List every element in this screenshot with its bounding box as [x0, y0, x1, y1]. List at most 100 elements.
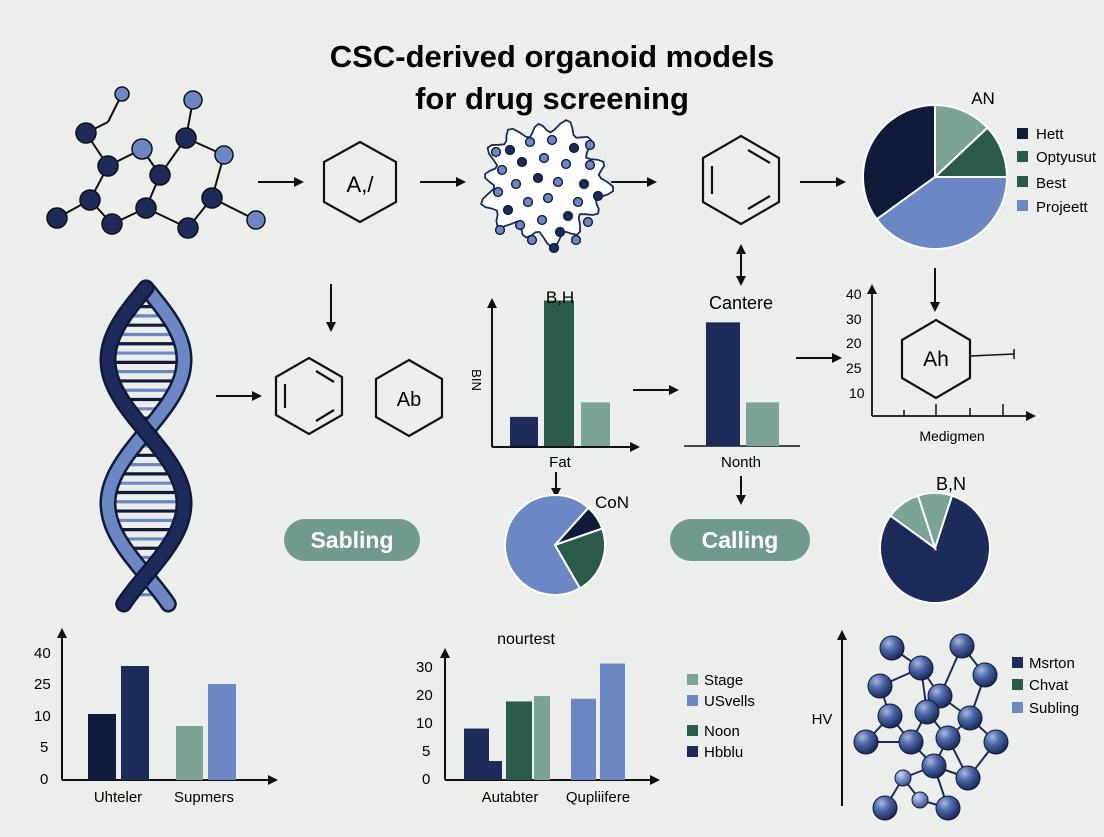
organoid-cell-dot [548, 242, 560, 254]
small-pie-slice-2 [553, 527, 606, 590]
center-bar-bar-1 [544, 300, 574, 446]
legend-swatch-chvat [1012, 679, 1023, 690]
legend-label-msrton: Msrton [1029, 655, 1075, 672]
title-line-2: for drug screening [415, 81, 689, 116]
hexagon-icon-a1: A,/ [322, 140, 398, 224]
center-bar-bar-2 [581, 402, 610, 446]
organoid-cell-dot [490, 146, 502, 158]
bm-bar-bar-5 [600, 663, 625, 780]
organoid-cell-dot [562, 210, 574, 222]
organoid-cell-dot [496, 164, 508, 176]
bl-xtick-1: Supmers [174, 789, 234, 806]
organoid-cell-dot [592, 190, 604, 202]
bl-ytick-0: 40 [34, 645, 51, 662]
organoid-cell-dot [542, 192, 554, 204]
organoid-cell-dot [578, 178, 590, 190]
line-ytick-0: 40 [846, 286, 862, 302]
bottom-middle-yticks: 30 20 10 5 0 [416, 659, 433, 788]
bm-xtick-0: Autabter [482, 789, 539, 806]
network-atom [911, 791, 929, 809]
legend-swatch-hbblu [687, 746, 698, 757]
legend-label-usvells: USvells [704, 693, 755, 710]
organoid-cell-dot [582, 216, 594, 228]
legend-swatch-best [1017, 176, 1028, 187]
organoid-cell-dot [538, 152, 550, 164]
organoid-cell-dot [524, 136, 536, 148]
legend-swatch-optyusut [1017, 151, 1028, 162]
network-atom [898, 729, 924, 755]
legend-label-projeett: Projeett [1036, 199, 1089, 216]
right-pie-slice-2 [916, 492, 954, 552]
network-atom [894, 769, 912, 787]
top-pie-slice-1 [934, 103, 989, 180]
organoid-cell-dot [572, 196, 584, 208]
network-atom [853, 729, 879, 755]
network-atom [867, 673, 893, 699]
line-axes-chart [867, 284, 1036, 421]
bottom-middle-bar-chart [440, 648, 660, 785]
bm-ytick-0: 30 [416, 659, 433, 676]
organoid-cell-dot [568, 142, 580, 154]
top-pie-title: AN [971, 89, 995, 108]
hexagon-icon-benzene-top [701, 134, 781, 226]
legend-label-noon: Noon [704, 723, 740, 740]
legend-label-subling: Subling [1029, 700, 1079, 717]
dna-helix-icon [99, 279, 193, 613]
network-atom [935, 795, 961, 821]
organoid-cell-dot [510, 178, 522, 190]
small-pie-title: CoN [595, 493, 629, 512]
bl-bar-bar-0 [88, 714, 116, 780]
line-ytick-1: 30 [846, 311, 862, 327]
bl-ytick-2: 10 [34, 708, 51, 725]
bottom-left-yticks: 40 25 10 5 0 [34, 645, 51, 788]
legend-label-chvat: Chvat [1029, 677, 1069, 694]
network-atom [949, 633, 975, 659]
bm-bar-bar-0 [464, 728, 489, 780]
organoid-cell-dot [552, 176, 564, 188]
sabling-pill: Sabling [284, 519, 420, 561]
line-axes-yticks: 40 30 20 25 10 [846, 286, 865, 401]
middle-bar-xlabel: Nonth [721, 454, 761, 471]
bl-ytick-4: 0 [40, 771, 48, 788]
legend-swatch-msrton [1012, 657, 1023, 668]
organoid-cell-dot [570, 234, 582, 246]
bm-bar-bar-4 [571, 698, 596, 780]
bottom-left-bar-chart [57, 628, 278, 785]
bm-ytick-3: 5 [422, 743, 430, 760]
organoid-cell-dot [514, 219, 526, 231]
line-ytick-2: 20 [846, 335, 862, 351]
right-pie-chart [879, 492, 991, 604]
legend-swatch-subling [1012, 702, 1023, 713]
center-bar-title: B,H [546, 288, 574, 307]
network-atom [908, 655, 934, 681]
legend-swatch-usvells [687, 695, 698, 706]
bl-xtick-0: Uhteler [94, 789, 142, 806]
legend-label-hett: Hett [1036, 126, 1064, 143]
molecule-atoms [46, 86, 266, 239]
organoid-cell-dot [554, 226, 566, 238]
bm-ytick-1: 20 [416, 687, 433, 704]
bottom-middle-legend: Stage USvells Noon Hbblu [687, 672, 755, 761]
legend-swatch-noon [687, 725, 698, 736]
bm-ytick-2: 10 [416, 715, 433, 732]
top-pie-slice-3 [875, 176, 1009, 250]
organoid-cell-dot [532, 172, 544, 184]
organoid-cell-dot [584, 159, 596, 171]
network-atom [914, 699, 940, 725]
calling-pill: Calling [670, 519, 810, 561]
center-bar-chart [487, 298, 640, 452]
legend-label-hbblu: Hbblu [704, 744, 743, 761]
organoid-cell-dot [504, 144, 516, 156]
right-pie-title: B,N [936, 474, 966, 494]
legend-swatch-stage [687, 674, 698, 685]
organoid-cell-dot [584, 139, 596, 151]
bl-ytick-1: 25 [34, 676, 51, 693]
hexagon-icon-ah: Ah [900, 318, 972, 400]
network-axis-label: HV [812, 711, 833, 728]
hexagon-a1-label: A,/ [347, 172, 375, 197]
legend-label-optyusut: Optyusut [1036, 149, 1097, 166]
network-atom [983, 729, 1009, 755]
hexagon-ah-label: Ah [923, 348, 949, 371]
network-atom [877, 703, 903, 729]
